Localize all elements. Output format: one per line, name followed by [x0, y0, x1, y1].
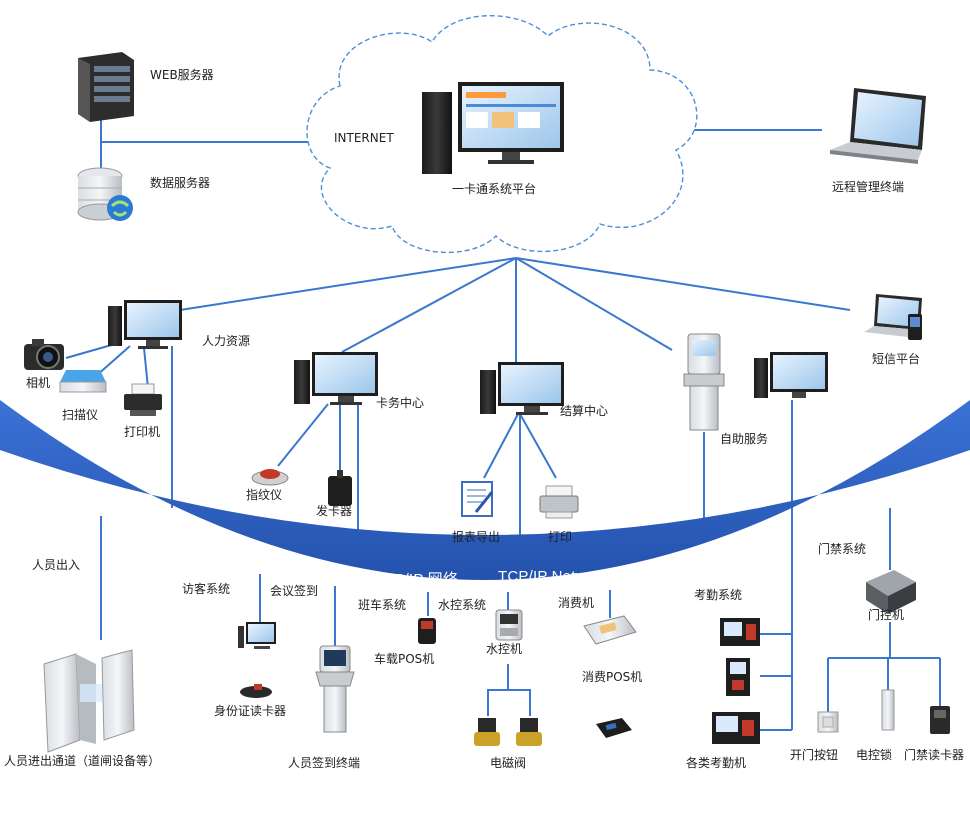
consumption-pos-icon: [583, 615, 637, 645]
label-print: 打印: [548, 530, 573, 544]
solenoid-valve-icon: [474, 718, 542, 746]
label-consumption: 消费机: [558, 596, 595, 610]
label-settlement: 结算中心: [560, 404, 609, 418]
label-camera: 相机: [26, 376, 51, 390]
door-card-reader-icon: [930, 706, 950, 734]
web-server-icon: [78, 52, 134, 122]
line-settle-print: [519, 413, 557, 479]
label-report: 报表导出: [452, 530, 501, 544]
label-door-controller: 门控机: [868, 608, 905, 622]
label-water-control: 水控系统: [438, 598, 487, 612]
label-solenoid: 电磁阀: [490, 756, 527, 770]
remote-laptop-icon: [830, 88, 926, 164]
printer-icon: [124, 383, 162, 416]
line-settle-report: [483, 413, 519, 479]
gate-turnstile-icon: [43, 649, 135, 753]
label-visitor: 访客系统: [182, 582, 231, 596]
label-id-reader: 身份证读卡器: [214, 704, 287, 718]
mobile-pos-icon: [596, 718, 632, 738]
label-gate-channel: 人员进出通道（道闸设备等）: [4, 754, 161, 768]
label-personnel-in-out: 人员出入: [32, 558, 81, 572]
label-card-center: 卡务中心: [376, 396, 425, 410]
label-attendance: 考勤系统: [694, 588, 743, 602]
label-remote-terminal: 远程管理终端: [832, 180, 905, 194]
network-label-cn: TCP/IP 网络: [374, 571, 459, 588]
label-consume-pos: 消费POS机: [582, 670, 643, 684]
card-issuer-icon: [328, 470, 352, 506]
line-hr-scanner: [95, 345, 131, 377]
door-controller-icon: [866, 570, 916, 614]
line-valve-split: [487, 689, 531, 716]
database-server-icon: [77, 167, 133, 221]
label-card-issuer: 发卡器: [316, 504, 353, 518]
label-vehicle-pos: 车载POS机: [374, 652, 435, 666]
line-cloud-sms: [515, 257, 851, 311]
attendance-machine-2-icon: [726, 658, 750, 696]
line-cloud-self: [515, 257, 673, 351]
line-hr-printer: [143, 347, 149, 389]
label-fingerprint: 指纹仪: [246, 488, 283, 502]
hr-computer-icon: [108, 300, 182, 349]
electric-lock-icon: [881, 689, 895, 731]
vehicle-pos-icon: [418, 618, 436, 644]
report-export-icon: [461, 481, 494, 517]
card-center-computer-icon: [294, 352, 378, 405]
network-label-en: TCP/IP Network: [498, 568, 609, 585]
label-access: 门禁系统: [818, 542, 867, 556]
settlement-printer-icon: [539, 485, 579, 519]
sms-laptop-icon: [864, 294, 922, 340]
signin-terminal-icon: [315, 645, 355, 733]
label-open-button: 开门按钮: [790, 748, 839, 762]
scanner-icon: [59, 370, 107, 393]
attendance-machine-1-icon: [720, 618, 760, 646]
line-card-finger: [277, 403, 329, 467]
platform-computer-icon: [422, 82, 564, 174]
label-attendance-machines: 各类考勤机: [686, 756, 747, 770]
label-signin-terminal: 人员签到终端: [288, 756, 361, 770]
attendance-computer-icon: [754, 352, 828, 398]
label-self-service: 自助服务: [720, 432, 769, 446]
label-database-server: 数据服务器: [150, 176, 211, 190]
label-printer: 打印机: [124, 425, 161, 439]
line-cloud-card: [341, 257, 517, 353]
label-electric-lock: 电控锁: [856, 748, 893, 762]
settlement-computer-icon: [480, 362, 564, 415]
label-internet: INTERNET: [334, 131, 394, 145]
label-meeting: 会议签到: [270, 584, 319, 598]
attendance-machine-3-icon: [712, 712, 760, 744]
fingerprint-reader-icon: [251, 469, 289, 486]
label-shuttle: 班车系统: [358, 598, 407, 612]
label-platform: 一卡通系统平台: [452, 182, 537, 196]
label-hr: 人力资源: [202, 334, 251, 348]
label-web-server: WEB服务器: [150, 68, 214, 82]
network-arc: [0, 400, 970, 580]
self-service-kiosk-icon: [683, 333, 725, 431]
line-cloud-hr: [179, 257, 517, 311]
visitor-computer-icon: [238, 622, 276, 649]
camera-icon: [24, 339, 64, 370]
water-controller-icon: [495, 609, 523, 641]
label-water-machine: 水控机: [486, 642, 523, 656]
connection-lines: [65, 118, 941, 731]
label-sms: 短信平台: [872, 352, 921, 366]
label-scanner: 扫描仪: [62, 408, 99, 422]
label-door-reader: 门禁读卡器: [904, 748, 965, 762]
open-button-icon: [817, 711, 839, 733]
id-card-reader-icon: [240, 684, 272, 698]
